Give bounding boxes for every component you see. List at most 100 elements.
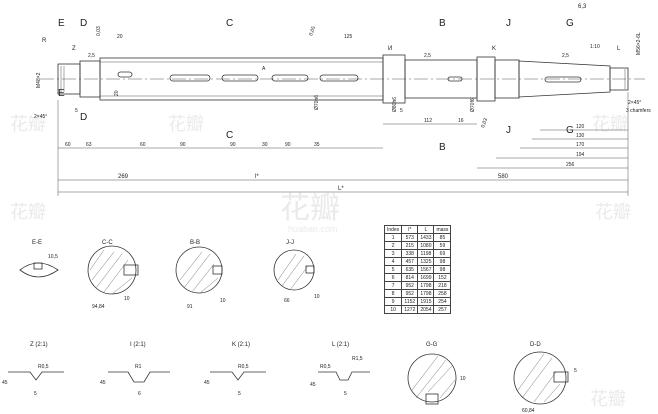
table-cell: 59 (433, 241, 452, 250)
chamfer-left: 2×45° (34, 114, 47, 120)
section-j-j: J-J 66 10 (273, 240, 320, 304)
table-cell: 6 (383, 273, 403, 282)
dim-25a: 2,5 (88, 53, 95, 59)
table-cell: 573 (401, 233, 419, 242)
dim-60: 60 (65, 142, 71, 148)
svg-text:94,84: 94,84 (92, 304, 105, 310)
svg-text:L (2:1): L (2:1) (332, 342, 349, 348)
table-cell: 1798 (417, 289, 435, 298)
section-marker-e: E E (58, 18, 65, 99)
svg-text:R1: R1 (135, 364, 142, 370)
table-cell: 215 (401, 241, 419, 250)
watermark-brand-mid-right: 花瓣 (592, 114, 628, 134)
table-cell: 258 (433, 289, 452, 298)
svg-text:6: 6 (138, 391, 141, 397)
keyway-1 (117, 71, 133, 78)
svg-text:K (2:1): K (2:1) (232, 342, 250, 348)
watermark-brand-mid-left: 花瓣 (10, 114, 46, 134)
svg-text:45: 45 (204, 380, 210, 386)
svg-text:C: C (226, 130, 233, 141)
svg-text:45: 45 (2, 380, 8, 386)
watermark: 花瓣 huaban.com 花瓣 花瓣 花瓣 花瓣 花瓣 花瓣 (10, 114, 631, 409)
table-cell: 9 (383, 297, 403, 306)
svg-text:10: 10 (124, 296, 130, 302)
table-cell: 1198 (417, 249, 435, 258)
detail-k: K (2:1) R0,5 45 5 (204, 342, 266, 397)
watermark-site: huaban.com (288, 224, 338, 234)
dim-total: L* (338, 186, 344, 192)
dim-63: 63 (86, 142, 92, 148)
section-e-e: E-E 10,5 (19, 240, 59, 278)
svg-text:J: J (506, 18, 511, 29)
label-r: R (42, 38, 47, 44)
section-marker-b: B B (439, 18, 446, 153)
table-cell: 85 (433, 233, 452, 242)
svg-text:R0,5: R0,5 (320, 364, 331, 370)
shaft-right-thread (609, 67, 629, 91)
table-cell: 10 (383, 305, 403, 314)
section-c-c: C-C 94,84 10 (87, 240, 139, 310)
label-k: K (492, 46, 496, 52)
dim-112: 112 (424, 118, 432, 124)
table-header-row: Index l* L mass (383, 225, 452, 234)
label-taper: 1:10 (590, 44, 600, 50)
svg-text:C: C (226, 18, 233, 29)
dim-194: 194 (576, 152, 585, 158)
dia-label-3: Ø70f6 (470, 98, 476, 112)
table-header: Index (383, 225, 403, 234)
svg-text:R0,5: R0,5 (38, 364, 49, 370)
dimension-row-right: 120 130 170 194 256 (477, 124, 628, 169)
table-header: l* (401, 225, 419, 234)
svg-text:D-D: D-D (530, 342, 541, 348)
table-cell: 7 (383, 281, 403, 290)
table-cell: 1798 (417, 281, 435, 290)
dim-580: 580 (498, 174, 509, 180)
dim-20b: 20 (114, 90, 120, 96)
svg-text:E-E: E-E (32, 240, 42, 246)
svg-text:45: 45 (100, 380, 106, 386)
svg-text:G: G (566, 125, 574, 136)
shaft-taper (518, 60, 611, 98)
svg-text:G: G (566, 18, 574, 29)
label-a: A (262, 66, 266, 72)
svg-text:10: 10 (460, 376, 466, 382)
svg-text:5: 5 (344, 391, 347, 397)
table-cell: 338 (401, 249, 419, 258)
detail-d-d: D-D 60,84 5 (513, 342, 577, 414)
svg-text:E: E (58, 18, 65, 29)
svg-text:R1,5: R1,5 (352, 356, 363, 362)
tolerance-2: 0,03 (96, 26, 102, 36)
watermark-brand-mid: 花瓣 (168, 114, 204, 134)
dim-l: l* (255, 174, 259, 180)
section-marker-j: J J (506, 18, 511, 136)
table-cell: 1433 (417, 233, 435, 242)
shaft-main-view: E E D D C C B B J J G G R Z И K L A 1:10 (34, 4, 651, 153)
table-cell: 98 (433, 257, 452, 266)
label-i: И (388, 46, 392, 52)
chamfer-note: 3 chamfers (626, 108, 651, 114)
keyway-4 (271, 74, 309, 82)
table-cell: 5 (383, 265, 403, 274)
dim-269: 269 (118, 174, 129, 180)
detail-z: Z (2:1) R0,5 45 5 (2, 342, 64, 397)
thread-right-label: M56×2-6L (636, 32, 642, 55)
dim-125: 125 (344, 34, 353, 40)
dimension-row-total: 269 l* 580 L* (57, 92, 629, 196)
svg-text:B: B (439, 142, 446, 153)
table-cell: 952 (401, 289, 419, 298)
table-cell: 1567 (417, 265, 435, 274)
table-cell: 69 (433, 249, 452, 258)
svg-text:B-B: B-B (190, 240, 200, 246)
label-l: L (617, 46, 621, 52)
dim-5a: 5 (75, 108, 78, 114)
table-cell: 1 (383, 233, 403, 242)
table-cell: 257 (433, 305, 452, 314)
table-cell: 4 (383, 257, 403, 266)
table-cell: 152 (433, 273, 452, 282)
svg-text:66: 66 (284, 298, 290, 304)
svg-text:C-C: C-C (102, 240, 113, 246)
